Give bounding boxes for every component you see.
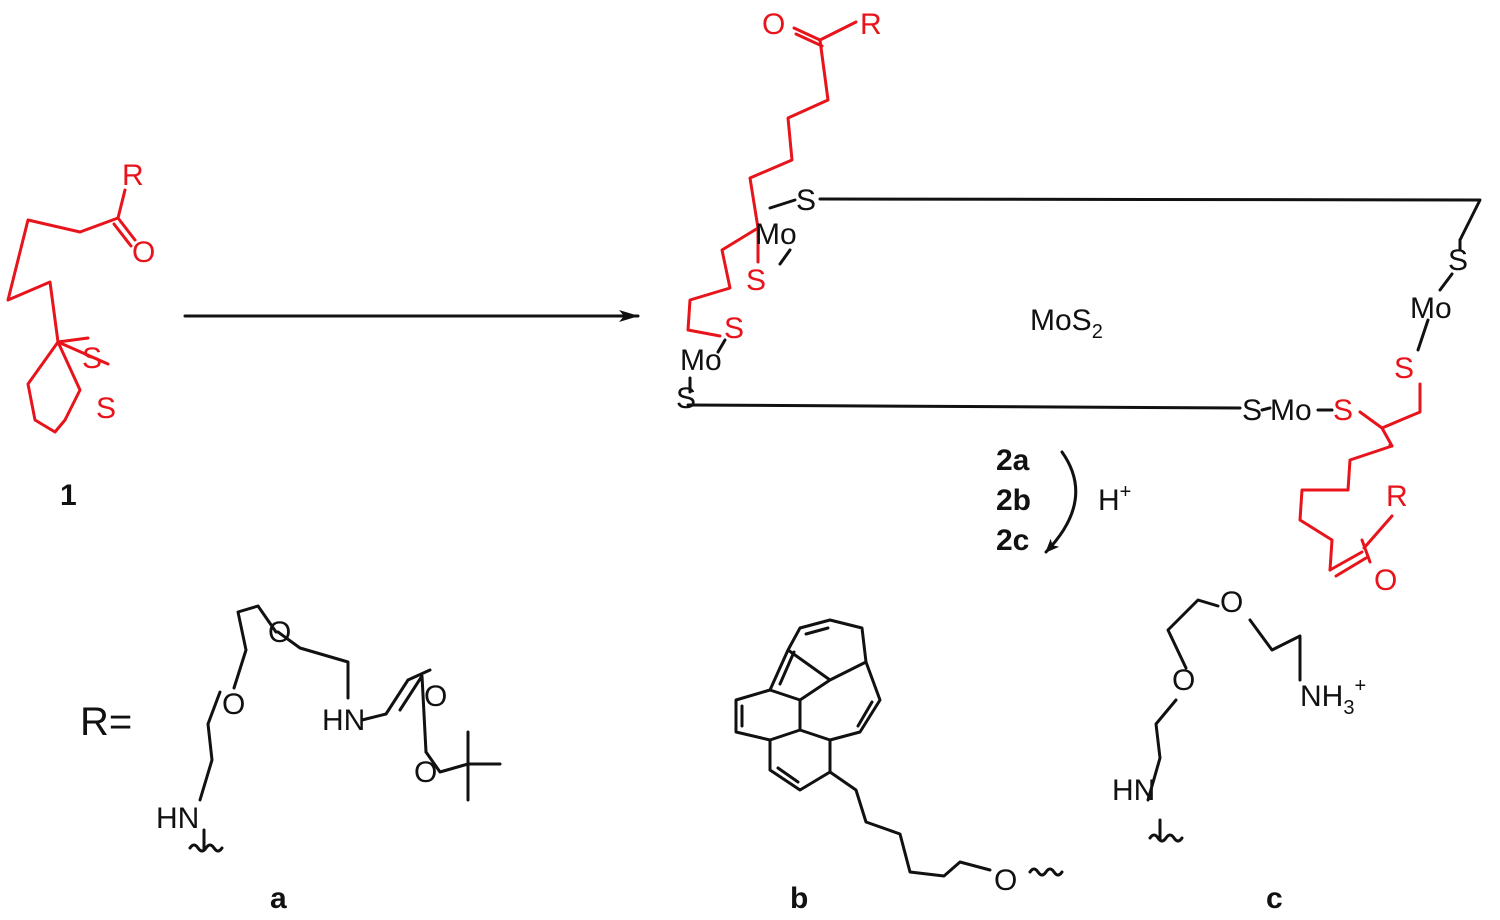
bottom-ligand-oxygen: O: [1374, 564, 1397, 597]
compound-1-dithiolane-ring: [26, 340, 82, 434]
top-mo-1-sulfur: S: [796, 184, 816, 217]
substituent-b-label: b: [790, 882, 808, 915]
compound-1-chain: [6, 188, 127, 366]
bottom-mo-bonds: [1260, 406, 1334, 412]
bottom-red-sulfur: S: [1333, 394, 1353, 427]
pyrene-linker: [828, 770, 992, 878]
left-mo-2-sulfur: S: [676, 382, 696, 415]
mos2-sheet-bottom-edge: [686, 403, 1242, 410]
left-mo-bonds: [688, 338, 727, 394]
right-red-sulfur: S: [1394, 352, 1414, 385]
b-oxygen: O: [994, 864, 1017, 897]
curved-arrow: [1044, 450, 1078, 554]
compound-1-ring-bond: [56, 336, 90, 344]
mos2-product: MoS2 O R S S Mo S Mo S S Mo S S Mo S R: [676, 8, 1482, 597]
substituent-c-wavy: [1148, 833, 1184, 843]
compound-1: R O S S 1: [6, 159, 155, 512]
bottom-ligand-branch: [1388, 443, 1394, 448]
reagent-acid: H+: [1098, 481, 1131, 517]
c-oxygen-1: O: [1172, 664, 1195, 697]
bottom-ligand-r-label: R: [1386, 480, 1408, 513]
substituent-c-label: c: [1266, 882, 1283, 915]
bottom-ligand-carbonyl: [1328, 550, 1368, 578]
substituent-a: R= O O O O HN HN a: [80, 604, 502, 915]
right-mo-bonds: [1416, 238, 1462, 352]
c-hn: HN: [1112, 774, 1155, 807]
substituent-b-wavy: [1028, 867, 1064, 877]
a-hn-1: HN: [322, 704, 365, 737]
compound-1-sulfur-1: S: [82, 342, 102, 375]
pyrene-double-bonds: [740, 626, 874, 784]
substituent-c-chain: [1146, 598, 1302, 802]
left-mo-2: Mo: [680, 344, 722, 377]
top-ring-sulfur-2: S: [724, 312, 744, 345]
step-2b: 2b: [996, 484, 1031, 517]
bottom-mo: Mo: [1270, 394, 1312, 427]
bottom-left-sulfur: S: [1242, 394, 1262, 427]
substituent-a-label: a: [270, 882, 287, 915]
bottom-ring: [1358, 382, 1422, 448]
substituent-b: O b: [734, 618, 1064, 915]
compound-1-r-label: R: [122, 159, 144, 192]
a-oxygen-2: O: [268, 616, 291, 649]
a-hn-2: HN: [156, 802, 199, 835]
substituent-a-wavy: [188, 843, 224, 853]
top-ligand-r-label: R: [860, 8, 882, 41]
bottom-ligand-arm: [1362, 514, 1394, 550]
compound-1-oxygen: O: [132, 236, 155, 269]
mos2-sheet-top-edge: [818, 197, 1482, 242]
bottom-ligand-chain: [1298, 444, 1394, 572]
compound-1-label: 1: [60, 479, 77, 512]
mos2-label: MoS2: [1030, 304, 1103, 343]
compound-1-carbonyl: [112, 216, 137, 248]
substituent-a-carbamate: [360, 668, 432, 754]
right-top-sulfur: S: [1448, 244, 1468, 277]
substituent-a-chain: [198, 604, 350, 802]
top-ring-sulfur-1: S: [746, 264, 766, 297]
pyrene-rings: [734, 618, 882, 792]
compound-1-sulfur-2: S: [96, 392, 116, 425]
a-oxygen-1: O: [222, 688, 245, 721]
top-ligand-oxygen: O: [762, 8, 785, 41]
bottom-ligand-carbonyl-o: [1360, 538, 1372, 564]
step-2a: 2a: [996, 444, 1030, 477]
c-oxygen-2: O: [1220, 586, 1243, 619]
r-equals-label: R=: [80, 700, 132, 744]
a-oxygen-4: O: [414, 756, 437, 789]
c-nh3-plus: NH3+: [1300, 675, 1366, 719]
reaction-conditions: 2a 2b 2c H+: [996, 444, 1131, 557]
substituent-a-tbu: [424, 730, 502, 802]
a-oxygen-3: O: [424, 680, 447, 713]
top-ligand-carbonyl: [792, 26, 824, 48]
substituent-c: O O HN NH3+ c: [1112, 586, 1366, 915]
top-ligand-arm: [818, 20, 858, 42]
top-mo-bonds: [768, 198, 797, 266]
step-2c: 2c: [996, 524, 1029, 557]
top-mo-1: Mo: [755, 218, 797, 251]
right-mo: Mo: [1410, 292, 1452, 325]
